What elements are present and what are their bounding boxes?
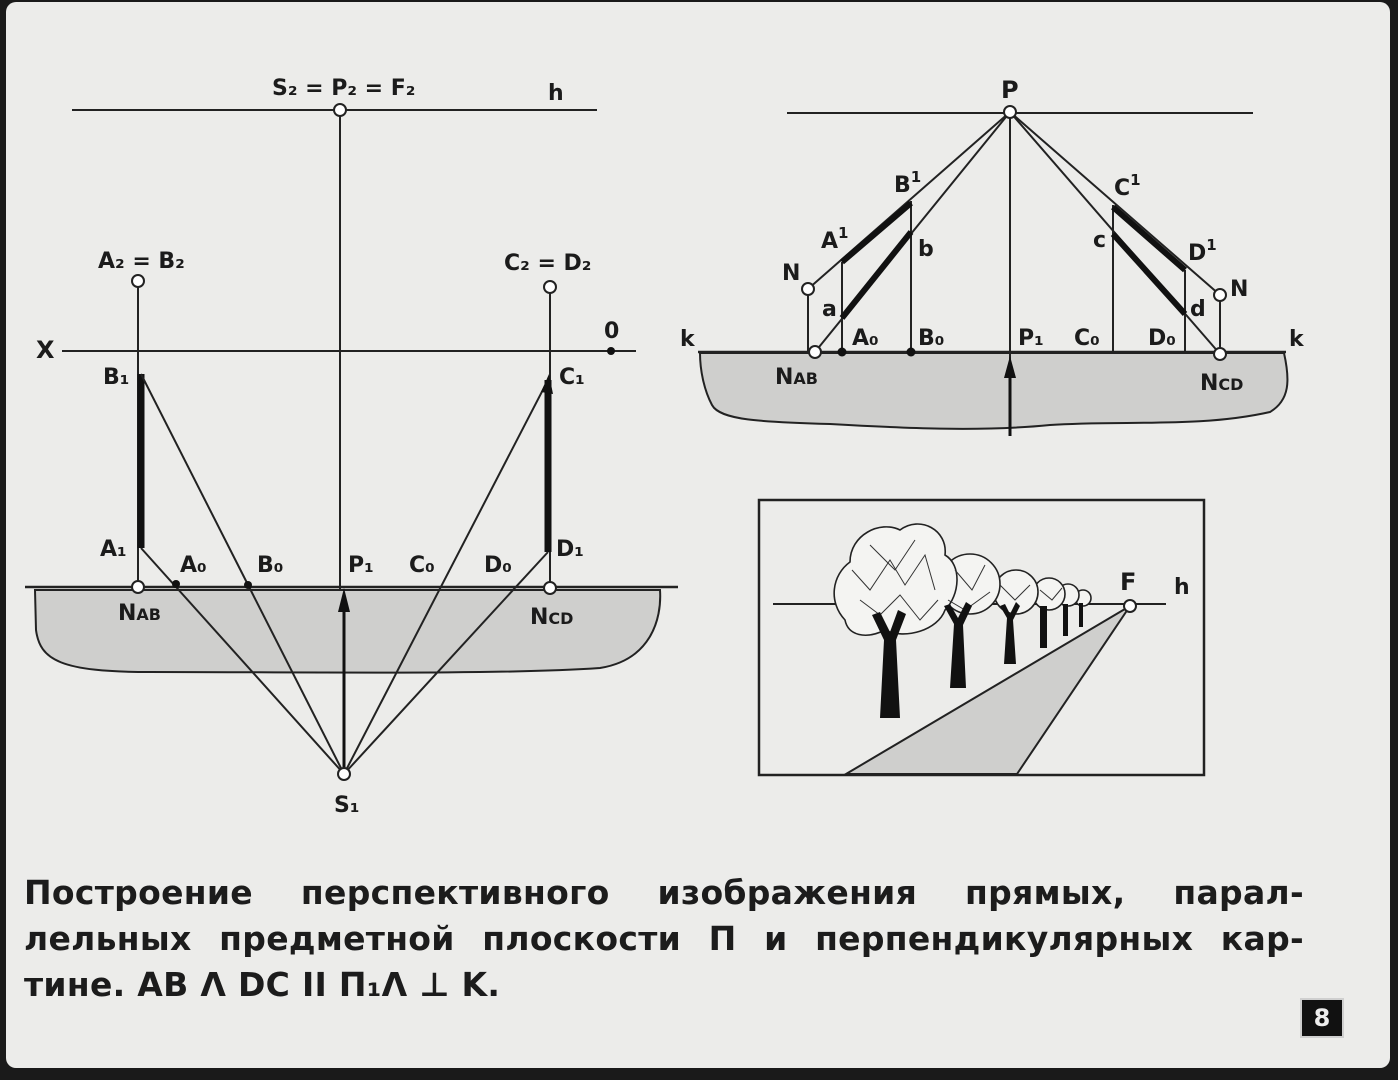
right-segment-c1d1: [1111, 204, 1187, 273]
scene-road: [842, 605, 1131, 775]
label-b1-right: B1: [894, 168, 921, 198]
label-x: X: [36, 336, 55, 364]
label-h-left: h: [548, 81, 564, 106]
label-c1-right: C1: [1114, 171, 1141, 201]
point-p: [1003, 105, 1017, 119]
label-a1-right: A1: [821, 224, 848, 254]
point-c2d2: [543, 280, 557, 294]
label-d1-right: D1: [1188, 236, 1217, 266]
label-p: P: [1001, 76, 1019, 104]
ray-s1-b1: [140, 373, 345, 775]
label-nab: NAB: [118, 601, 161, 626]
label-c-lower: c: [1093, 228, 1106, 253]
label-a2b2: A₂ = B₂: [98, 249, 185, 274]
caption-line-1: Построение перспективного изображения пр…: [24, 873, 1304, 912]
label-f: F: [1120, 568, 1136, 596]
right-segment-ab: [839, 230, 914, 320]
point-ncd-right: [1213, 347, 1227, 361]
tree-trunk-6: [1079, 603, 1083, 627]
point-nab: [131, 580, 145, 594]
label-d-lower: d: [1190, 297, 1206, 322]
label-b0: B₀: [257, 553, 283, 578]
label-a0: A₀: [180, 553, 207, 578]
tree-trunk-5: [1063, 604, 1068, 636]
right-segment-cd: [1110, 231, 1188, 317]
perspective-scene-illustration: F h: [757, 498, 1206, 777]
label-c2d2: C₂ = D₂: [504, 251, 591, 276]
label-n-left: N: [782, 261, 800, 286]
point-n-right: [1213, 288, 1227, 302]
label-p1: P₁: [348, 553, 374, 578]
point-f: [1123, 599, 1137, 613]
tree-trunk-4: [1040, 606, 1047, 648]
label-s1: S₁: [334, 793, 359, 818]
label-k-left: k: [680, 327, 696, 352]
label-ncd: NCD: [530, 605, 573, 630]
label-b-lower: b: [918, 237, 934, 262]
ray-s1-d1: [343, 551, 549, 775]
diagram-canvas: S₂ = P₂ = F₂ h A₂ = B₂ C₂ = D₂ X 0 B₁ C₁…: [25, 76, 1305, 818]
label-d0-right: D₀: [1148, 326, 1176, 351]
ray-p-n-left: [807, 111, 1011, 290]
ray-s1-c1: [343, 379, 549, 775]
label-nab-right: NAB: [775, 365, 818, 390]
label-c0-right: C₀: [1074, 326, 1100, 351]
label-a0-right: A₀: [852, 326, 879, 351]
left-ground-region: [33, 589, 662, 674]
tree-trunk-3: [1000, 602, 1020, 664]
left-plan-diagram: S₂ = P₂ = F₂ h A₂ = B₂ C₂ = D₂ X 0 B₁ C₁…: [25, 76, 678, 818]
slide: S₂ = P₂ = F₂ h A₂ = B₂ C₂ = D₂ X 0 B₁ C₁…: [6, 2, 1390, 1068]
point-ncd: [543, 581, 557, 595]
point-a2b2: [131, 274, 145, 288]
ray-p-n-right: [1009, 111, 1221, 296]
caption-line-2: лельных предметной плоскости П и перпенд…: [24, 919, 1304, 958]
page-number-badge: 8: [1300, 998, 1344, 1038]
left-central-arrowhead: [338, 588, 350, 612]
caption-line-3: тине. AB Λ DC II П₁Λ ⊥ K.: [24, 965, 501, 1004]
label-a-lower: a: [822, 297, 837, 322]
point-a0: [172, 580, 180, 588]
right-ground-region: [698, 352, 1289, 430]
label-d0: D₀: [484, 553, 512, 578]
label-k-right: k: [1289, 327, 1305, 352]
label-s2p2f2: S₂ = P₂ = F₂: [272, 76, 415, 101]
label-a1: A₁: [100, 537, 127, 562]
point-b0: [244, 581, 252, 589]
label-b0-right: B₀: [918, 326, 944, 351]
right-central-arrowhead: [1004, 356, 1016, 378]
point-b0-right: [906, 347, 916, 357]
label-p1-right: P₁: [1018, 326, 1044, 351]
label-c0: C₀: [409, 553, 435, 578]
point-n-left: [801, 282, 815, 296]
tree-trunk-1: [872, 610, 906, 718]
label-h-scene: h: [1174, 575, 1190, 600]
tree-trunk-2: [944, 602, 972, 688]
left-c1-arrowhead: [541, 374, 553, 394]
point-s1: [337, 767, 351, 781]
right-segment-a1b1: [840, 200, 913, 265]
label-d1: D₁: [556, 537, 584, 562]
label-b1: B₁: [103, 365, 129, 390]
point-s2: [333, 103, 347, 117]
point-nab-right: [808, 345, 822, 359]
label-ncd-right: NCD: [1200, 371, 1243, 396]
point-a0-right: [837, 347, 847, 357]
caption: Построение перспективного изображения пр…: [24, 870, 1304, 1008]
point-zero: [607, 347, 615, 355]
label-c1: C₁: [559, 365, 585, 390]
label-n-right: N: [1230, 277, 1248, 302]
right-perspective-diagram: P B1 A1 C1 D1 b c a d N N k k A₀ B₀ P₁ C…: [680, 76, 1305, 436]
label-zero: 0: [604, 319, 619, 344]
